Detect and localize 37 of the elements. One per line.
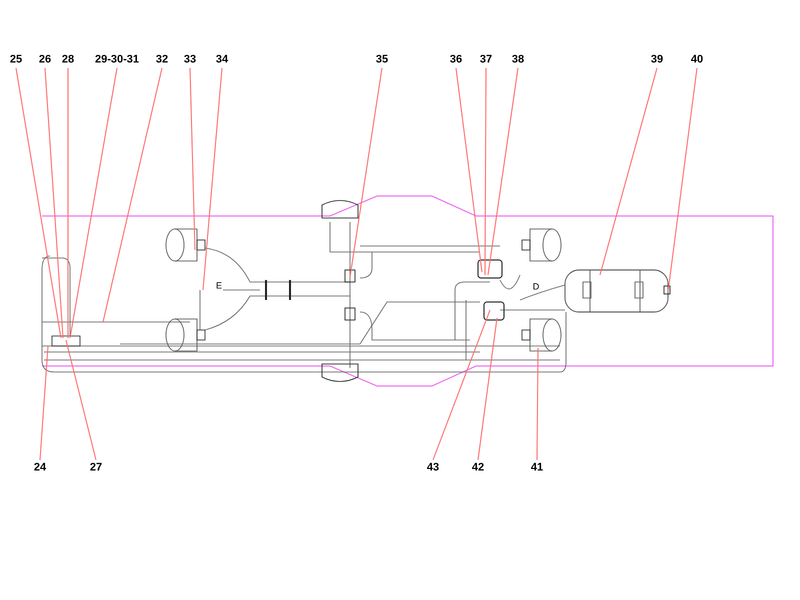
callout-number: 36 bbox=[450, 54, 462, 66]
leader-line bbox=[102, 68, 162, 322]
leader-line bbox=[190, 68, 196, 250]
callout-number: 42 bbox=[472, 462, 484, 474]
callout-number: 24 bbox=[34, 462, 46, 474]
leader-line bbox=[478, 318, 498, 460]
callout-number: 33 bbox=[184, 54, 196, 66]
leader-line bbox=[456, 68, 482, 272]
leader-line bbox=[66, 340, 96, 460]
letter-label: E bbox=[215, 282, 223, 290]
leader-line bbox=[484, 68, 486, 276]
leader-line bbox=[536, 348, 538, 460]
leader-line bbox=[432, 310, 490, 460]
leader-line bbox=[70, 68, 118, 338]
letter-label: D bbox=[532, 282, 540, 292]
callout-number: 39 bbox=[650, 54, 664, 66]
leader-line bbox=[668, 68, 698, 292]
leader-line bbox=[202, 68, 222, 290]
leader-line bbox=[40, 346, 48, 460]
leader-line bbox=[600, 68, 658, 276]
leader-line bbox=[488, 68, 518, 276]
callout-number: 29-30-31 bbox=[94, 54, 140, 66]
callout-number: 34 bbox=[216, 54, 228, 66]
callout-number: 40 bbox=[690, 54, 704, 66]
callout-number: 28 bbox=[62, 54, 74, 66]
callout-number: 27 bbox=[90, 462, 102, 474]
callout-number: 37 bbox=[480, 54, 492, 66]
leader-line bbox=[16, 68, 62, 338]
callout-number: 26 bbox=[38, 54, 52, 66]
leader-line bbox=[44, 68, 64, 338]
callout-number: 25 bbox=[10, 54, 22, 66]
callout-number: 43 bbox=[426, 462, 440, 474]
callout-number: 32 bbox=[156, 54, 168, 66]
callout-number: 41 bbox=[530, 462, 544, 474]
leader-line bbox=[350, 68, 382, 278]
callout-number: 38 bbox=[512, 54, 524, 66]
callout-number: 35 bbox=[376, 54, 388, 66]
